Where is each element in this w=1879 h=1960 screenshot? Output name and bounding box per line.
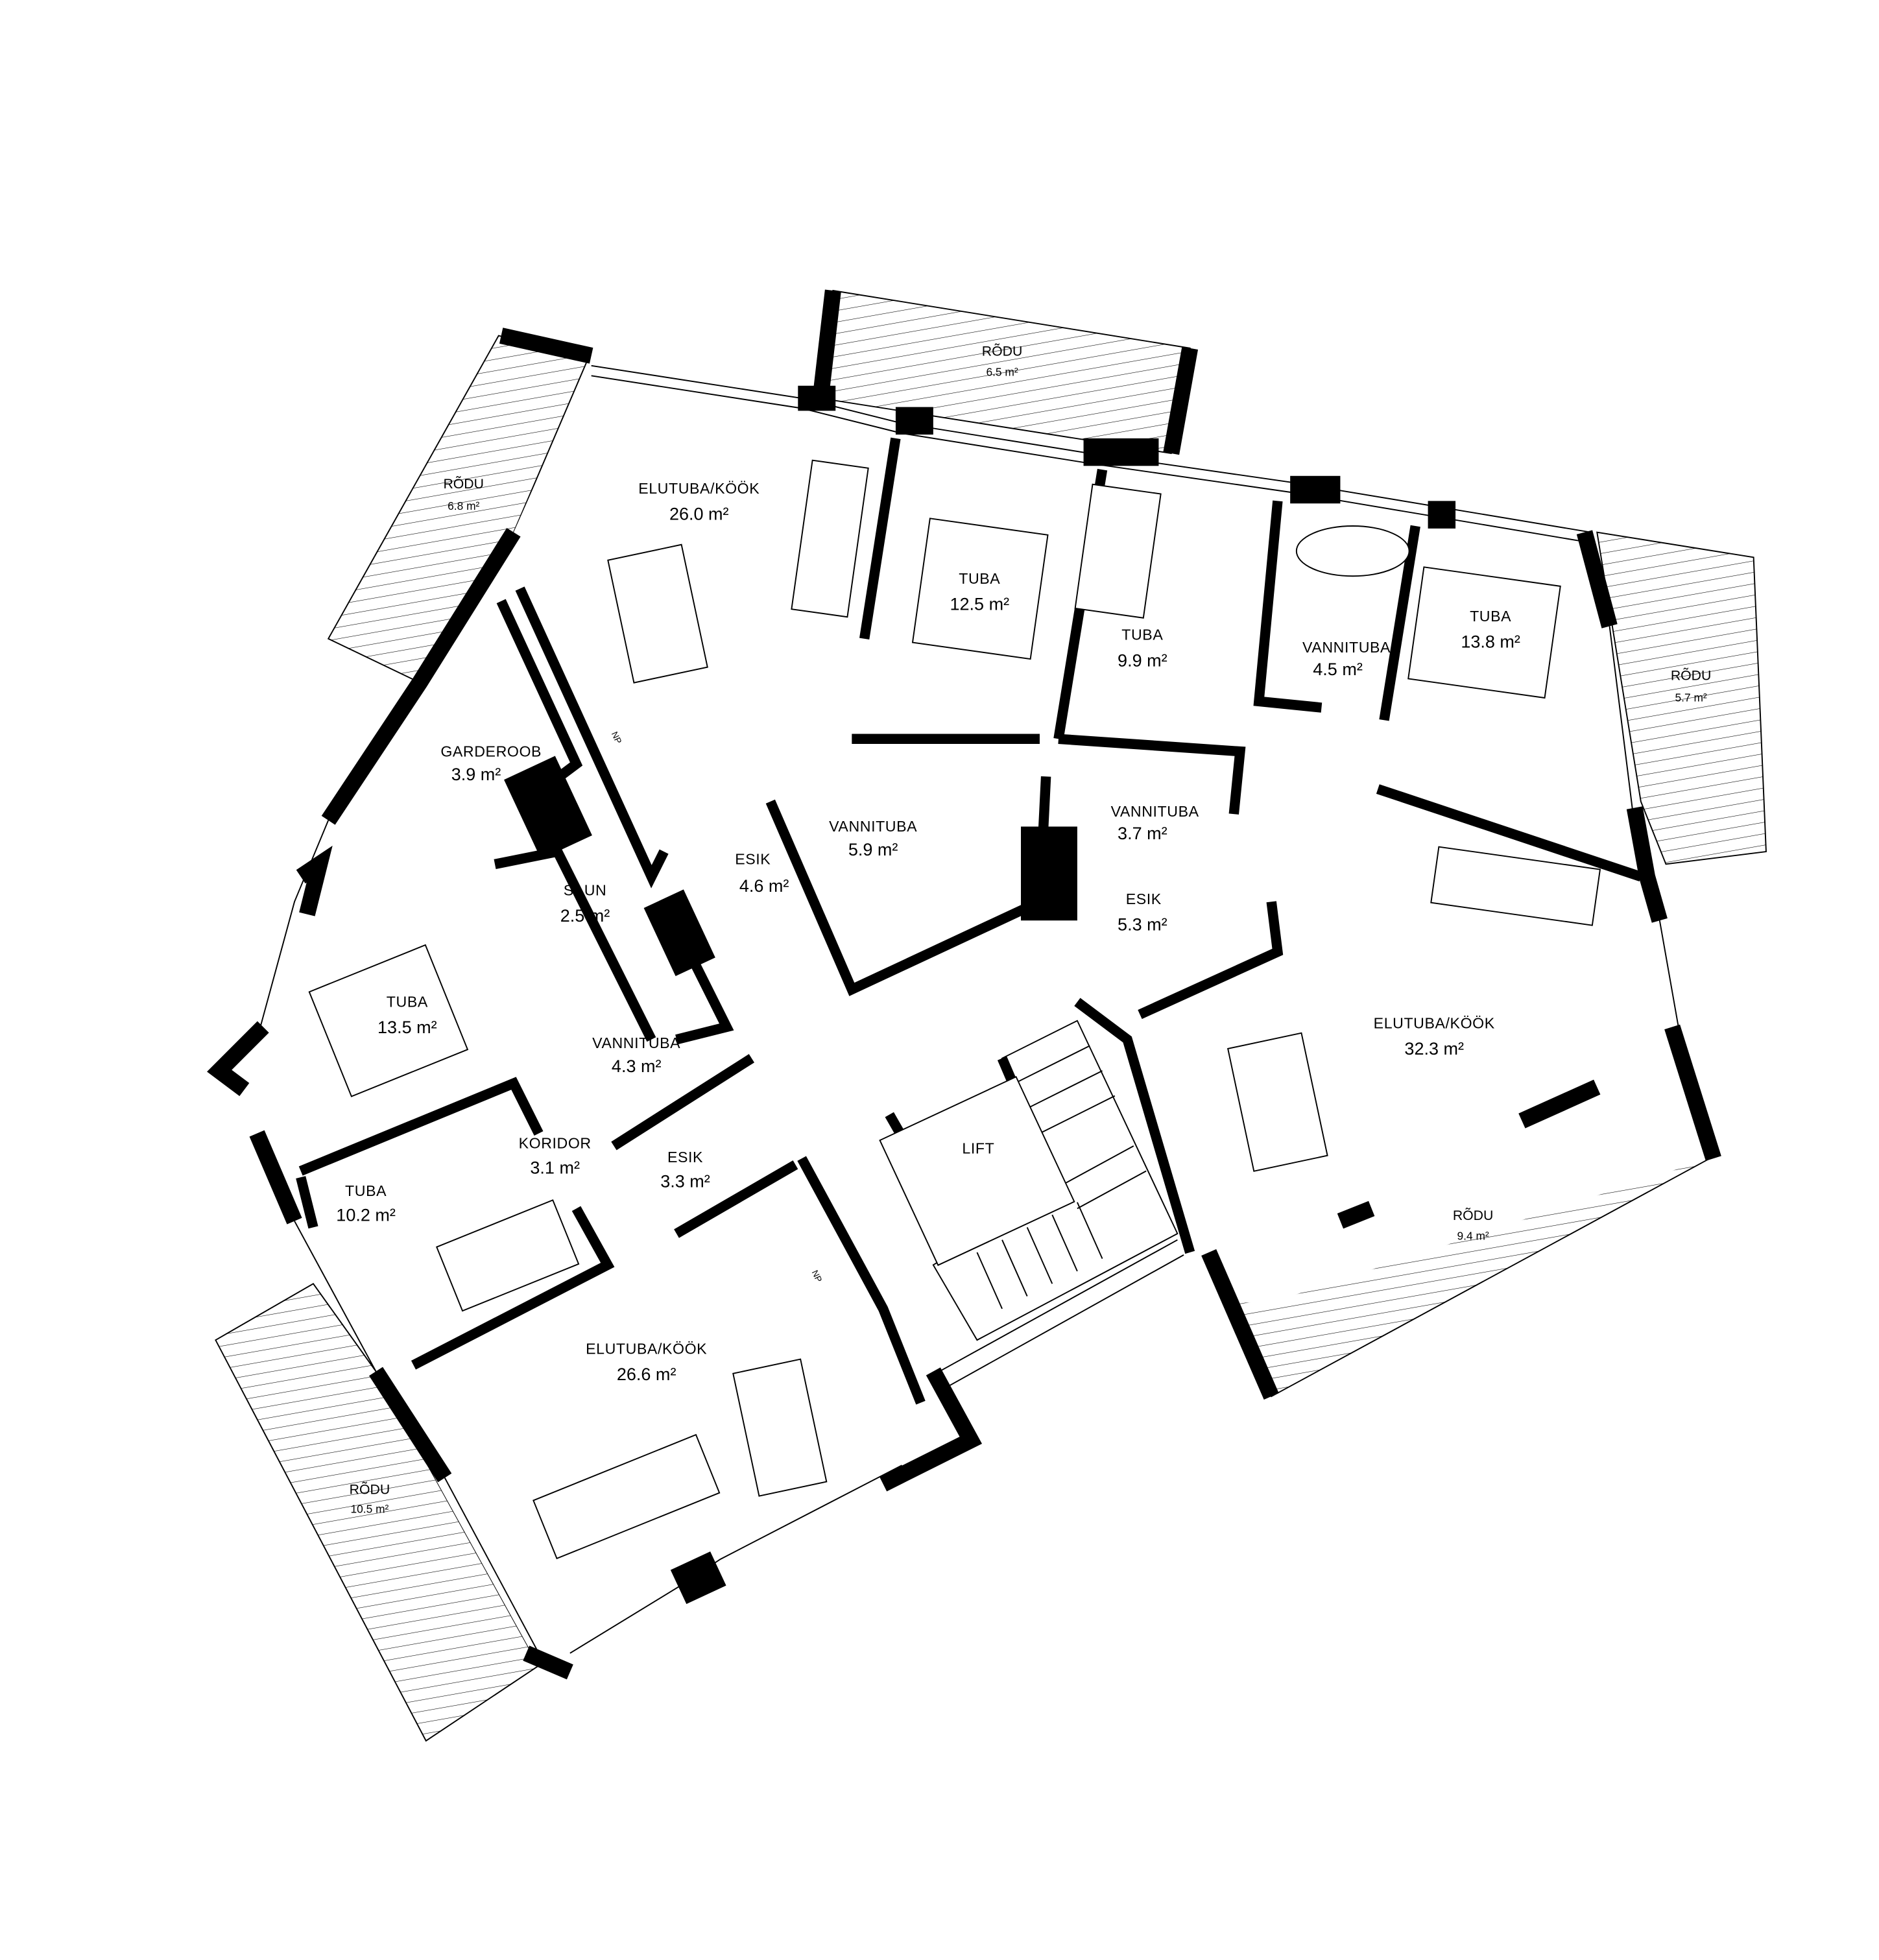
room-area: 3.9 m² xyxy=(451,765,501,784)
room-area: 3.3 m² xyxy=(660,1172,710,1191)
bathtub xyxy=(1295,525,1410,577)
bed xyxy=(1407,566,1561,699)
furniture xyxy=(308,459,1601,1560)
room-area: 26.0 m² xyxy=(669,504,729,523)
room-area: 10.2 m² xyxy=(336,1206,396,1225)
room-name: TUBA xyxy=(345,1182,387,1199)
room-name: RÕDU xyxy=(982,342,1023,359)
room-name: ELUTUBA/KÖÖK xyxy=(1374,1014,1495,1031)
room-name: RÕDU xyxy=(443,475,484,492)
room-area: 4.5 m² xyxy=(1313,660,1363,679)
room-name: RÕDU xyxy=(350,1481,390,1498)
room-area: 32.3 m² xyxy=(1404,1039,1464,1058)
np-marker: NP xyxy=(810,1269,824,1284)
room-area: 5.9 m² xyxy=(848,840,898,859)
room-name: ELUTUBA/KÖÖK xyxy=(586,1340,707,1357)
room-name: TUBA xyxy=(959,570,1000,587)
room-area: 5.7 m² xyxy=(1675,691,1706,704)
room-name: KORIDOR xyxy=(519,1135,592,1152)
balcony-right xyxy=(1596,531,1767,865)
sofa xyxy=(791,459,869,618)
dining-table xyxy=(732,1358,828,1497)
room-name: ESIK xyxy=(1126,890,1162,907)
room-name: SAUN xyxy=(564,882,607,899)
room-name: TUBA xyxy=(1470,608,1511,625)
room-area: 6.8 m² xyxy=(448,499,479,512)
room-name: RÕDU xyxy=(1453,1207,1494,1223)
floor-area xyxy=(219,363,1710,1666)
room-area: 9.9 m² xyxy=(1118,651,1167,670)
room-name: VANNITUBA xyxy=(829,818,917,835)
room-labels: RÕDU 6.5 m² RÕDU 6.8 m² ELUTUBA/KÖÖK 26.… xyxy=(336,342,1711,1515)
room-area: 26.6 m² xyxy=(617,1365,676,1384)
room-name: GARDEROOB xyxy=(440,743,542,759)
bed xyxy=(1074,483,1162,619)
room-name: TUBA xyxy=(387,994,428,1010)
bed xyxy=(911,518,1049,660)
dining-table xyxy=(1227,1032,1328,1172)
room-area: 4.6 m² xyxy=(739,876,789,896)
room-area: 2.5 m² xyxy=(560,906,610,926)
room-name: TUBA xyxy=(1121,627,1163,643)
room-area: 12.5 m² xyxy=(950,594,1009,614)
room-area: 13.8 m² xyxy=(1461,632,1520,651)
lift-label: LIFT xyxy=(962,1140,994,1156)
exterior-walls xyxy=(207,289,1721,1680)
bed xyxy=(308,944,469,1097)
balconies xyxy=(215,289,1767,1742)
room-area: 3.7 m² xyxy=(1118,824,1167,843)
room-area: 3.1 m² xyxy=(530,1158,580,1177)
interior-walls xyxy=(296,437,1643,1405)
dining-table xyxy=(607,544,708,684)
room-name: RÕDU xyxy=(1671,667,1712,684)
room-area: 13.5 m² xyxy=(377,1018,437,1037)
room-name: ELUTUBA/KÖÖK xyxy=(638,480,760,497)
room-name: VANNITUBA xyxy=(1111,803,1199,820)
room-area: 5.3 m² xyxy=(1118,915,1167,935)
bed xyxy=(436,1199,580,1312)
lift-shaft xyxy=(879,1075,1075,1266)
room-area: 6.5 m² xyxy=(986,365,1018,378)
room-area: 9.4 m² xyxy=(1457,1230,1489,1243)
np-marker: NP xyxy=(610,730,624,745)
room-area: 4.3 m² xyxy=(612,1057,662,1076)
room-name: VANNITUBA xyxy=(1302,639,1391,656)
room-name: ESIK xyxy=(735,850,771,867)
room-name: ESIK xyxy=(667,1149,703,1165)
sofa xyxy=(533,1433,721,1560)
room-name: VANNITUBA xyxy=(592,1034,680,1051)
sofa xyxy=(1430,846,1601,926)
room-area: 10.5 m² xyxy=(350,1503,389,1516)
